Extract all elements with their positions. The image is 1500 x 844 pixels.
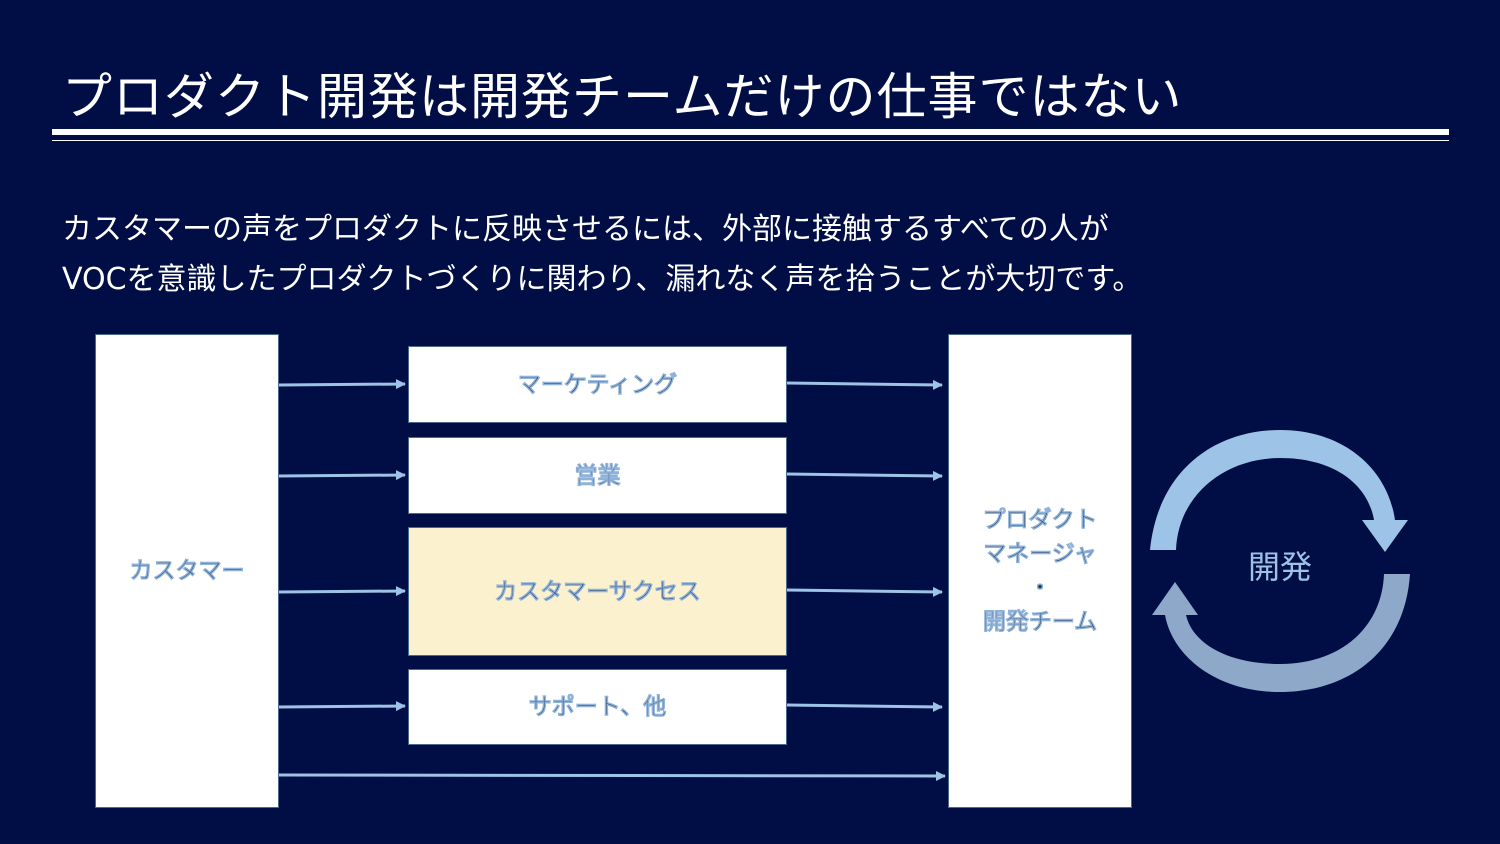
customer-box: カスタマー	[95, 334, 279, 808]
description: カスタマーの声をプロダクトに反映させるには、外部に接触するすべての人が VOCを…	[62, 205, 1142, 305]
development-cycle-icon	[1150, 430, 1410, 692]
channel-label-sales: 営業	[574, 462, 621, 489]
channel-label-support: サポート、他	[528, 694, 667, 721]
arrow-cs-to-product	[786, 586, 943, 597]
product-team-label: プロダクト マネージャ ・ 開発チーム	[982, 503, 1098, 639]
arrow-customer-to-cs	[278, 586, 406, 597]
arrow-sales-to-product	[786, 470, 943, 481]
channel-label-marketing: マーケティング	[517, 371, 678, 398]
cycle-label: 開発	[1247, 548, 1312, 586]
title-underline-thick	[52, 129, 1449, 135]
arrow-customer-to-marketing	[278, 379, 406, 390]
channel-box-sales: 営業	[408, 437, 787, 514]
description-line-1: カスタマーの声をプロダクトに反映させるには、外部に接触するすべての人が	[62, 212, 1109, 247]
description-line-2: VOCを意識したプロダクトづくりに関わり、漏れなく声を拾うことが大切です。	[62, 262, 1143, 297]
product-team-box: プロダクト マネージャ ・ 開発チーム	[948, 334, 1132, 808]
arrow-customer-to-support	[278, 701, 406, 712]
product-team-line-3: ・	[1028, 575, 1052, 602]
cycle-arrow-top	[1150, 430, 1408, 552]
customer-label: カスタマー	[129, 558, 245, 585]
title-underline-thin	[52, 140, 1449, 141]
arrow-support-to-product	[786, 701, 943, 712]
product-team-line-2: マネージャ	[983, 541, 1097, 568]
cycle-arrow-bottom	[1152, 574, 1410, 692]
arrow-customer-to-sales	[278, 470, 406, 481]
product-team-line-1: プロダクト	[982, 507, 1098, 534]
channel-box-customer-success: カスタマーサクセス	[408, 527, 787, 656]
product-team-line-4: 開発チーム	[982, 609, 1098, 636]
arrow-customer-to-product	[278, 770, 946, 781]
channel-box-support: サポート、他	[408, 669, 787, 745]
channel-box-marketing: マーケティング	[408, 346, 787, 423]
arrow-marketing-to-product	[786, 379, 943, 390]
slide-title: プロダクト開発は開発チームだけの仕事ではない	[62, 68, 1183, 126]
channel-label-customer-success: カスタマーサクセス	[494, 578, 701, 605]
